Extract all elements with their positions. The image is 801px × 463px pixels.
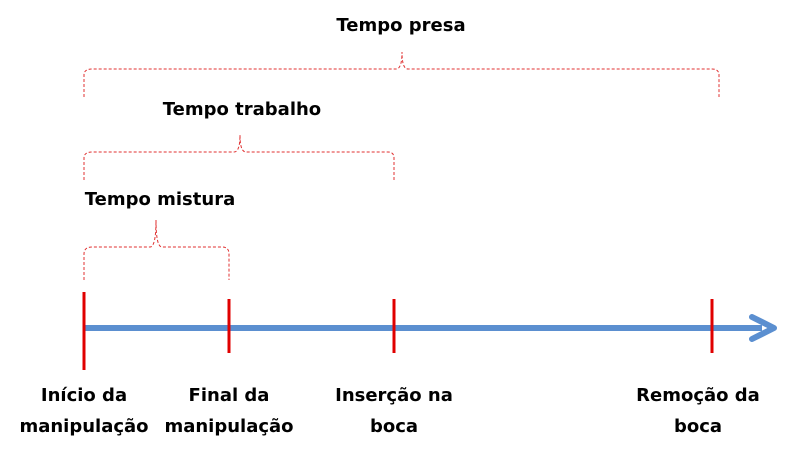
label-tempo-trabalho: Tempo trabalho [163, 99, 321, 120]
event-label-inicio-line2: manipulação [19, 416, 148, 437]
event-label-final-line1: Final da [189, 385, 270, 406]
bracket-tempo-mistura [83, 219, 230, 280]
event-label-remocao-line1: Remoção da [636, 385, 760, 406]
bracket-tempo-presa [83, 51, 720, 97]
event-label-inicio-line1: Início da [41, 385, 127, 406]
event-label-remocao-line2: boca [674, 416, 722, 437]
event-label-insercao-line1: Inserção na [335, 385, 453, 406]
timeline-arrow-head [749, 314, 777, 342]
bracket-tempo-trabalho [83, 134, 395, 180]
event-label-final-line2: manipulação [164, 416, 293, 437]
event-label-insercao-line2: boca [370, 416, 418, 437]
label-tempo-presa: Tempo presa [336, 15, 465, 36]
label-tempo-mistura: Tempo mistura [85, 189, 235, 210]
